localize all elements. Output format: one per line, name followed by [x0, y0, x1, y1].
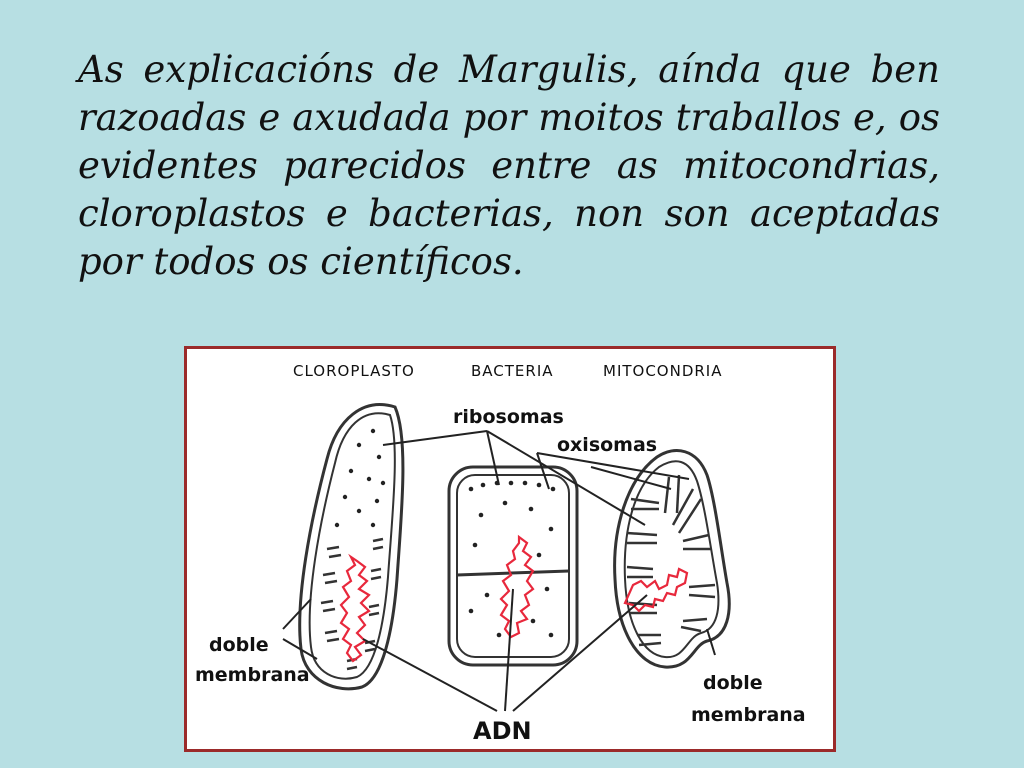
label-oxisomes: oxisomas	[557, 434, 657, 456]
label-left-double: doble	[209, 634, 269, 656]
slide-paragraph: As explicacións de Margulis, aínda que b…	[78, 48, 940, 283]
label-ribosomes: ribosomas	[453, 406, 564, 428]
bacteria-shape	[447, 465, 579, 667]
header-chloroplast: CLOROPLASTO	[293, 362, 415, 380]
leader-lines	[282, 430, 716, 712]
bacteria-dna	[499, 534, 535, 639]
label-dna: ADN	[473, 717, 532, 745]
label-right-double: doble	[703, 672, 763, 694]
header-mitochondria: MITOCONDRIA	[603, 362, 723, 380]
mitochondria-dna	[623, 567, 689, 613]
header-bacteria: BACTERIA	[471, 362, 554, 380]
cell-diagram: CLOROPLASTO BACTERIA MITOCONDRIA	[195, 362, 806, 745]
label-left-membrane: membrana	[195, 664, 310, 686]
chloroplast-shape	[298, 403, 405, 691]
chloroplast-dna	[339, 553, 371, 663]
label-right-membrane: membrana	[691, 704, 806, 726]
mitochondria-shape	[613, 449, 731, 669]
cell-comparison-figure: CLOROPLASTO BACTERIA MITOCONDRIA	[184, 346, 836, 752]
